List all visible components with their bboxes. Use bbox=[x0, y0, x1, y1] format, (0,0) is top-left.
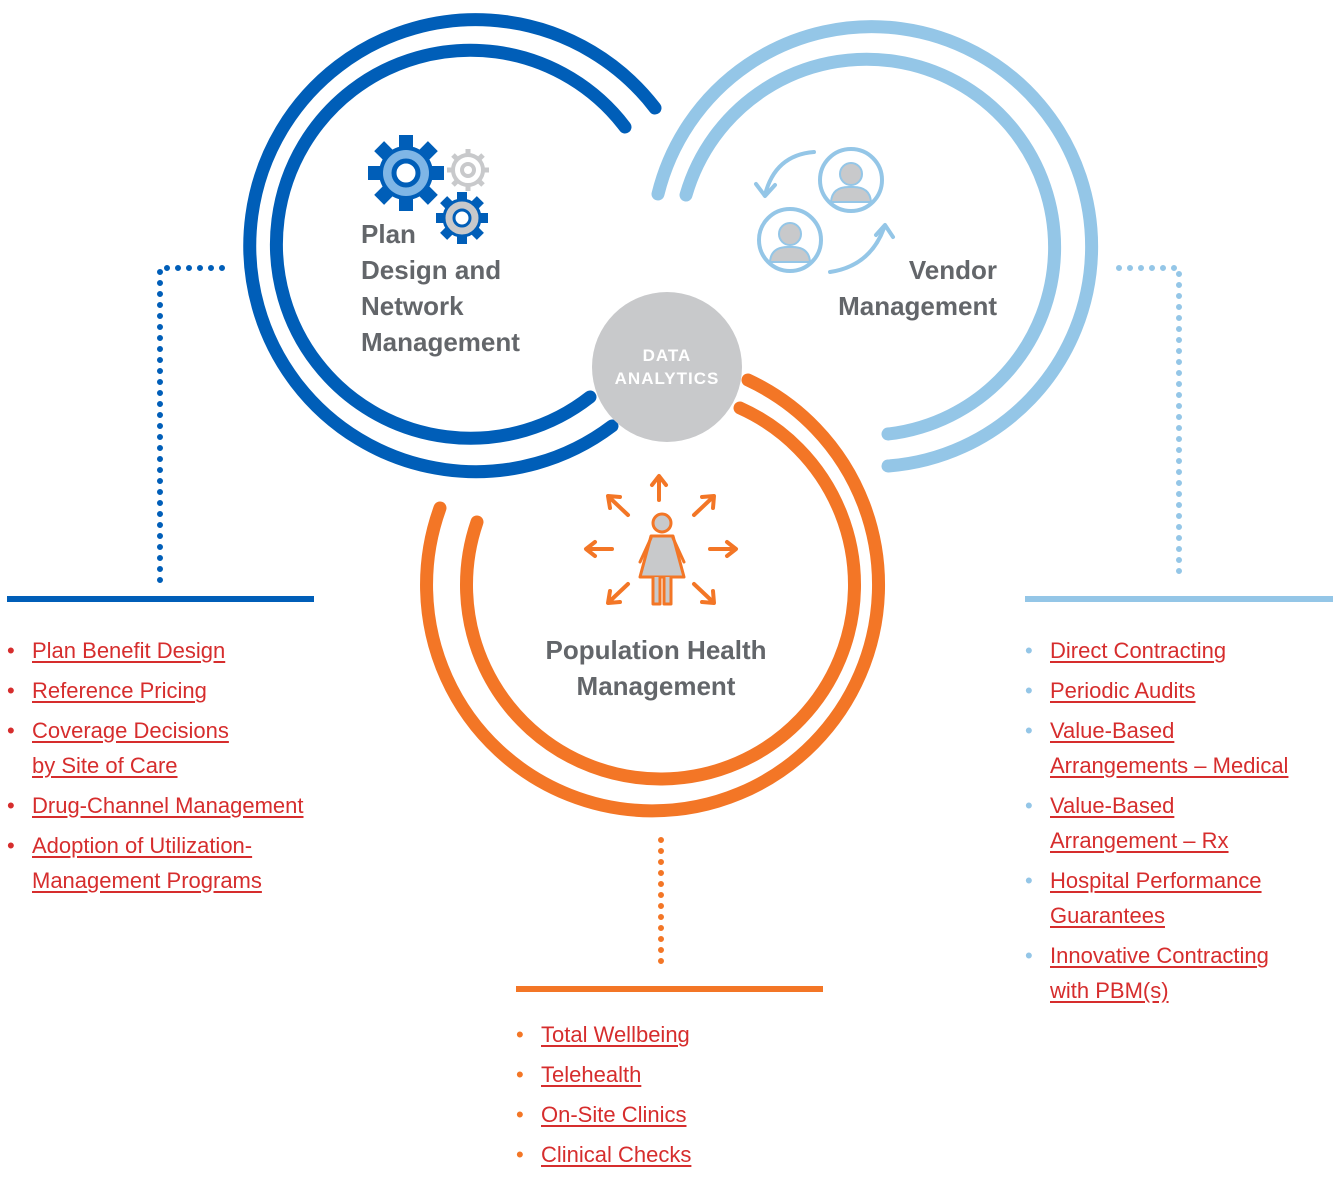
vendor-arcs bbox=[651, 20, 1099, 473]
value-based-rx-link[interactable]: Value-Based Arrangement – Rx bbox=[1050, 793, 1229, 853]
bullet: • bbox=[1025, 943, 1033, 968]
plan-design-title: Plan Design and Network Management bbox=[361, 219, 520, 357]
bullet: • bbox=[516, 1102, 524, 1127]
bullet: • bbox=[516, 1062, 524, 1087]
bullet: • bbox=[1025, 678, 1033, 703]
list-item: • Coverage Decisions by Site of Care bbox=[7, 713, 367, 783]
bullet: • bbox=[7, 718, 15, 743]
arrow-left-icon bbox=[584, 540, 614, 558]
vendor-list: • Direct Contracting • Periodic Audits • Va… bbox=[1025, 633, 1338, 1013]
list-item: • Hospital Performance Guarantees bbox=[1025, 863, 1338, 933]
population-health-arcs bbox=[420, 373, 885, 818]
list-item: • Telehealth bbox=[516, 1057, 836, 1092]
list-item: • Value-Based Arrangements – Medical bbox=[1025, 713, 1338, 783]
clinical-checks-link[interactable]: Clinical Checks bbox=[541, 1142, 692, 1167]
data-analytics-label: DATA ANALYTICS bbox=[614, 346, 720, 388]
list-item: • Value-Based Arrangement – Rx bbox=[1025, 788, 1338, 858]
list-item: • Plan Benefit Design bbox=[7, 633, 367, 668]
person-bottom-icon bbox=[757, 207, 823, 273]
list-item: • Periodic Audits bbox=[1025, 673, 1338, 708]
vendor-outer-arc bbox=[651, 20, 1099, 473]
bullet: • bbox=[7, 678, 15, 703]
bullet: • bbox=[1025, 793, 1033, 818]
population-health-title: Population Health Management bbox=[545, 635, 767, 701]
arrow-up-left-icon bbox=[606, 494, 630, 517]
data-analytics-circle bbox=[592, 292, 742, 442]
on-site-clinics-link[interactable]: On-Site Clinics bbox=[541, 1102, 687, 1127]
drug-channel-management-link[interactable]: Drug-Channel Management bbox=[32, 793, 304, 818]
population-health-list: • Total Wellbeing • Telehealth • On-Site Cl… bbox=[516, 1017, 836, 1177]
vendor-inner-arc bbox=[679, 52, 1062, 441]
bullet: • bbox=[1025, 718, 1033, 743]
list-item: • Direct Contracting bbox=[1025, 633, 1338, 668]
gears-icon bbox=[368, 135, 489, 244]
bullet: • bbox=[7, 793, 15, 818]
total-wellbeing-link[interactable]: Total Wellbeing bbox=[541, 1022, 690, 1047]
plan-benefit-design-link[interactable]: Plan Benefit Design bbox=[32, 638, 226, 663]
vendor-rule bbox=[1025, 596, 1333, 602]
arrow-down-left-icon bbox=[606, 582, 630, 605]
plan-design-connector bbox=[157, 265, 225, 585]
bullet: • bbox=[7, 833, 15, 858]
value-based-medical-link[interactable]: Value-Based Arrangements – Medical bbox=[1050, 718, 1289, 778]
arrow-right-icon bbox=[708, 540, 738, 558]
hospital-performance-link[interactable]: Hospital Performance Guarantees bbox=[1050, 868, 1262, 928]
exchange-arrow-bottom-icon bbox=[828, 226, 886, 274]
bullet: • bbox=[516, 1142, 524, 1167]
direct-contracting-link[interactable]: Direct Contracting bbox=[1050, 638, 1227, 663]
arrow-up-icon bbox=[650, 474, 668, 502]
plan-design-arcs bbox=[243, 13, 662, 479]
large-gear-icon bbox=[368, 135, 444, 211]
population-health-inner-arc bbox=[460, 401, 861, 786]
population-health-rule bbox=[516, 986, 823, 992]
list-item: • On-Site Clinics bbox=[516, 1097, 836, 1132]
list-item: • Innovative Contracting with PBM(s) bbox=[1025, 938, 1338, 1008]
person-top-icon bbox=[818, 147, 884, 213]
bullet: • bbox=[1025, 868, 1033, 893]
bullet: • bbox=[516, 1022, 524, 1047]
bullet: • bbox=[1025, 638, 1033, 663]
people-exchange-icon bbox=[754, 147, 895, 274]
list-item: • Adoption of Utilization- Management Pro… bbox=[7, 828, 367, 898]
plan-design-rule bbox=[7, 596, 314, 602]
population-health-outer-arc bbox=[420, 373, 885, 818]
coverage-decisions-link[interactable]: Coverage Decisions by Site of Care bbox=[32, 718, 229, 778]
list-item: • Clinical Checks bbox=[516, 1137, 836, 1172]
plan-design-list: •Plan Benefit Design •Reference Pricing … bbox=[7, 633, 367, 903]
periodic-audits-link[interactable]: Periodic Audits bbox=[1050, 678, 1196, 703]
list-item: • Drug-Channel Management bbox=[7, 788, 367, 823]
woman-figure-icon bbox=[638, 512, 686, 606]
list-item: • Reference Pricing bbox=[7, 673, 367, 708]
innovative-contracting-link[interactable]: Innovative Contracting with PBM(s) bbox=[1050, 943, 1269, 1003]
list-item: • Total Wellbeing bbox=[516, 1017, 836, 1052]
small-gray-gear-icon bbox=[447, 149, 489, 191]
utilization-management-link[interactable]: Adoption of Utilization- Management Prog… bbox=[32, 833, 262, 893]
telehealth-link[interactable]: Telehealth bbox=[541, 1062, 642, 1087]
plan-design-outer-arc bbox=[243, 13, 662, 479]
arrow-down-right-icon bbox=[692, 582, 716, 605]
small-blue-gear-icon bbox=[436, 192, 488, 244]
plan-design-inner-arc bbox=[269, 43, 632, 445]
vendor-connector bbox=[1116, 265, 1182, 585]
arrow-up-right-icon bbox=[692, 494, 716, 517]
reference-pricing-link[interactable]: Reference Pricing bbox=[32, 678, 207, 703]
exchange-arrow-top-icon bbox=[763, 150, 816, 197]
person-arrows-icon bbox=[584, 474, 738, 606]
bullet: • bbox=[7, 638, 15, 663]
vendor-title: Vendor Management bbox=[838, 255, 997, 321]
